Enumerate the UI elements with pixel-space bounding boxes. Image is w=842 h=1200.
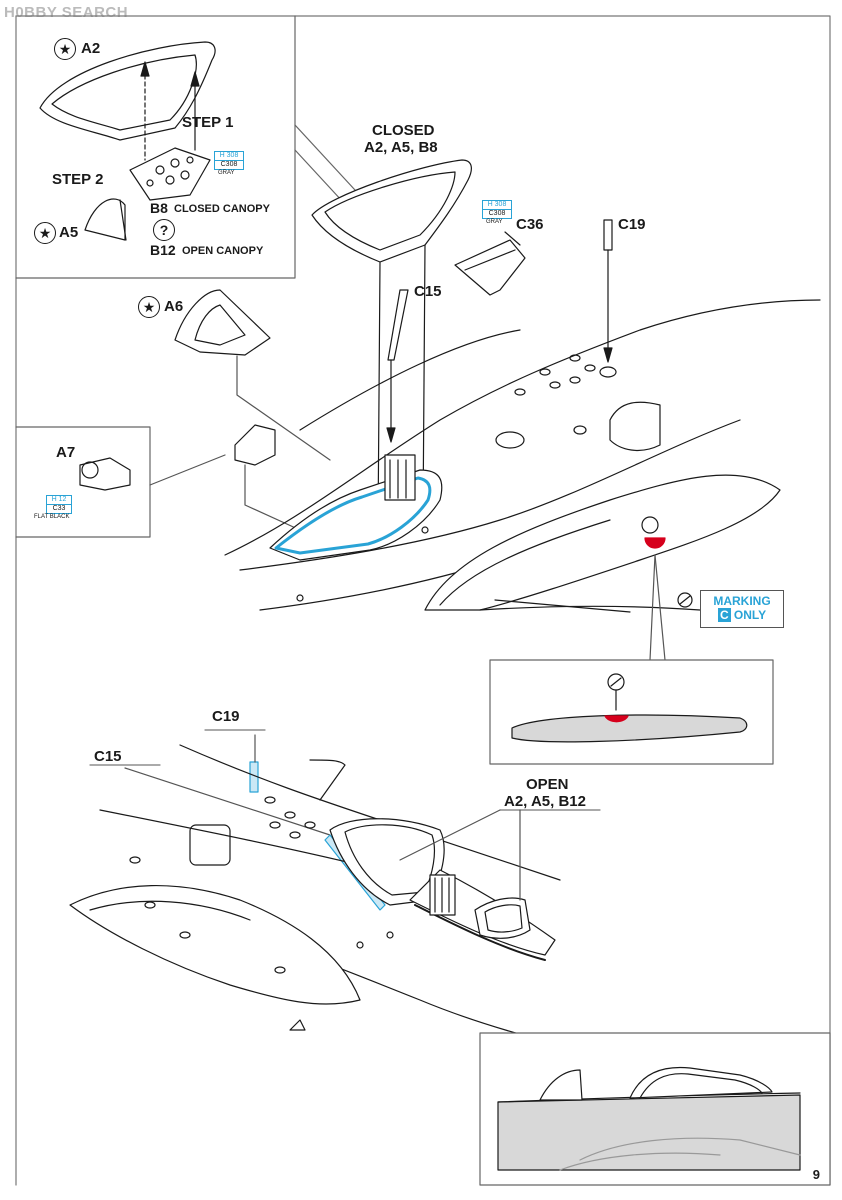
fuselage-drawing xyxy=(224,299,821,556)
b8-code-label: B8 xyxy=(150,200,168,216)
wing-section-drawing xyxy=(511,714,748,743)
b12-text-label: OPEN CANOPY xyxy=(182,245,264,257)
b12-code-label: B12 xyxy=(150,242,176,258)
paint-chip-gray-c36: H 308 C308 xyxy=(482,200,512,219)
side-view-fuselage xyxy=(497,1094,801,1171)
b8-text-label: CLOSED CANOPY xyxy=(174,203,270,215)
part-a5-label: A5 xyxy=(59,224,79,241)
part-c19-label-top: C19 xyxy=(618,216,646,233)
closed-parts: A2, A5, B8 xyxy=(364,139,438,156)
open-parts: A2, A5, B12 xyxy=(504,793,586,810)
closed-canopy-drawing xyxy=(311,159,472,263)
part-c36-drawing xyxy=(454,239,526,296)
open-canopy-drawing xyxy=(329,818,445,906)
step2-label: STEP 2 xyxy=(52,171,104,188)
part-a5-drawing xyxy=(84,198,126,241)
step1-label: STEP 1 xyxy=(182,114,234,131)
part-c15-label-top: C15 xyxy=(414,283,442,300)
star-badge-icon: ★ xyxy=(138,296,160,318)
star-badge-icon: ★ xyxy=(54,38,76,60)
star-badge-icon: ★ xyxy=(34,222,56,244)
part-c36-label: C36 xyxy=(516,216,544,233)
page-number: 9 xyxy=(812,1167,820,1182)
paint-name-gray-c36: GRAY xyxy=(486,219,503,225)
question-icon: ? xyxy=(153,219,175,241)
part-a6-drawing xyxy=(174,289,271,356)
watermark: H0BBY SEARCH xyxy=(4,4,129,21)
part-c19-label-bottom: C19 xyxy=(212,708,240,725)
open-title: OPEN xyxy=(526,776,569,793)
marking-letter-c: C xyxy=(717,608,731,622)
paint-chip-flat-black: H 12 C33 xyxy=(46,495,72,514)
part-a6-label: A6 xyxy=(164,298,184,315)
panel-b8-drawing xyxy=(129,147,211,201)
canopy-a2-drawing xyxy=(39,41,216,141)
part-c15-label-bottom: C15 xyxy=(94,748,122,765)
paint-name-gray-inset: GRAY xyxy=(218,170,235,176)
wing-bottom-drawing xyxy=(69,885,361,1005)
part-a2-label: A2 xyxy=(81,40,101,57)
part-a7-label: A7 xyxy=(56,444,76,461)
wing-drawing xyxy=(424,474,781,611)
paint-name-flat-black: FLAT BLACK xyxy=(34,514,70,520)
closed-title: CLOSED xyxy=(372,122,435,139)
paint-chip-gray-inset: H 308 C308 xyxy=(214,151,244,170)
part-a7-drawing xyxy=(79,457,131,491)
part-c15-drawing xyxy=(387,289,409,361)
